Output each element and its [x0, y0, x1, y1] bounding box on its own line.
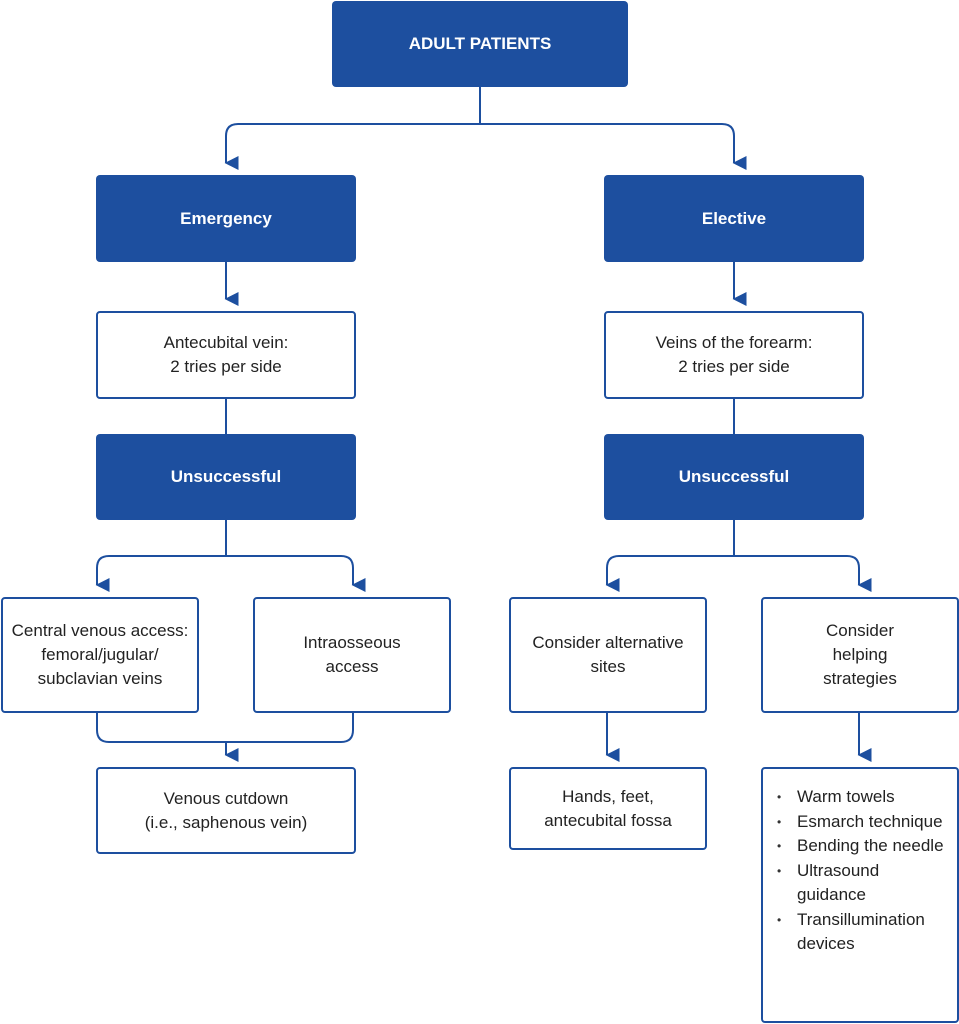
- alt-sites-line-2: sites: [590, 657, 626, 676]
- strategy-item: Ultrasound guidance: [775, 859, 947, 908]
- strategy-item: Esmarch technique: [775, 810, 947, 835]
- unsuccessful-left-label: Unsuccessful: [170, 467, 282, 486]
- connector-merge-cutdown: [96, 713, 354, 743]
- venous-cutdown-box: Venous cutdown (i.e., saphenous vein): [96, 767, 356, 854]
- strategies-list: Warm towels Esmarch technique Bending th…: [775, 785, 947, 957]
- elective-box: Elective: [604, 175, 864, 262]
- helping-strategies-box: Consider helping strategies: [761, 597, 959, 713]
- forearm-line-2: 2 tries per side: [678, 357, 790, 376]
- alternative-sites-list-box: Hands, feet, antecubital fossa: [509, 767, 707, 850]
- alternative-sites-box: Consider alternative sites: [509, 597, 707, 713]
- emergency-box: Emergency: [96, 175, 356, 262]
- strategy-item: Transillumination devices: [775, 908, 947, 957]
- helping-line-2: helping: [832, 645, 888, 664]
- strategies-list-box: Warm towels Esmarch technique Bending th…: [761, 767, 959, 1023]
- connector-unsuccessful-right-split-b: [734, 555, 872, 592]
- connector-unsuccessful-left-split-a: [95, 520, 227, 592]
- sites-line-1: Hands, feet,: [562, 786, 654, 806]
- connector-unsuccessful-left-split-b: [226, 555, 366, 592]
- emergency-label: Emergency: [180, 208, 272, 228]
- antecubital-line-2: 2 tries per side: [170, 357, 282, 376]
- intraosseous-access-box: Intraosseous access: [253, 597, 451, 713]
- sites-line-2: antecubital fossa: [544, 810, 672, 830]
- cutdown-line-2: (i.e., saphenous vein): [144, 812, 308, 832]
- forearm-line-1: Veins of the forearm:: [655, 333, 813, 352]
- alt-sites-line-1: Consider alternative: [532, 633, 684, 652]
- connector-root-emergency: [224, 86, 481, 170]
- elective-label: Elective: [701, 208, 767, 228]
- root-label: ADULT PATIENTS: [408, 34, 552, 53]
- central-line-2: femoral/jugular/: [41, 645, 159, 664]
- intraosseous-line-1: Intraosseous: [303, 633, 401, 652]
- cutdown-line-1: Venous cutdown: [163, 788, 289, 808]
- central-venous-access-box: Central venous access: femoral/jugular/ …: [1, 597, 199, 713]
- strategy-item: Warm towels: [775, 785, 947, 810]
- connector-unsuccessful-right-split-a: [605, 520, 735, 592]
- central-line-1: Central venous access:: [11, 621, 189, 640]
- antecubital-vein-box: Antecubital vein: 2 tries per side: [96, 311, 356, 399]
- central-line-3: subclavian veins: [37, 669, 163, 688]
- unsuccessful-left-box: Unsuccessful: [96, 434, 356, 520]
- strategy-item: Bending the needle: [775, 834, 947, 859]
- connector-root-elective: [480, 123, 747, 170]
- unsuccessful-right-label: Unsuccessful: [678, 467, 790, 486]
- intraosseous-line-2: access: [325, 657, 379, 676]
- forearm-veins-box: Veins of the forearm: 2 tries per side: [604, 311, 864, 399]
- unsuccessful-right-box: Unsuccessful: [604, 434, 864, 520]
- helping-line-3: strategies: [823, 669, 897, 688]
- root-box: ADULT PATIENTS: [332, 1, 628, 87]
- helping-line-1: Consider: [825, 621, 895, 640]
- antecubital-line-1: Antecubital vein:: [163, 333, 289, 352]
